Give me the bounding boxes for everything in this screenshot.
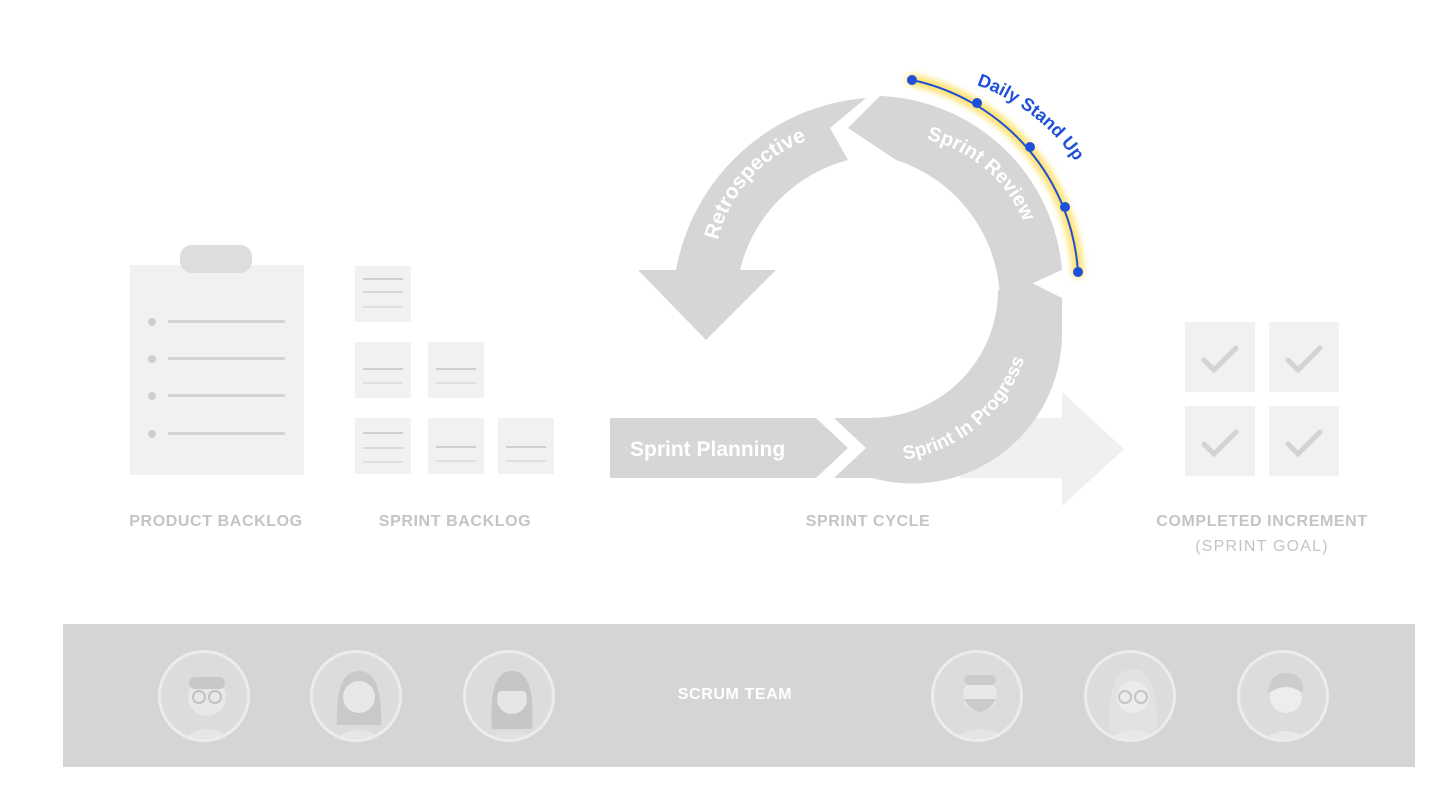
clipboard-icon: [130, 245, 304, 475]
team-member-avatar-4: [931, 650, 1023, 742]
completed-increment-caption: COMPLETED INCREMENT: [1156, 513, 1368, 530]
sprint-backlog-cards-icon: [355, 266, 554, 474]
scrum-team-bar: [63, 624, 1415, 767]
team-member-avatar-6: [1237, 650, 1329, 742]
sprint-in-progress-shape: [834, 282, 1063, 484]
completed-increment-icon: [1185, 322, 1339, 476]
team-member-avatar-1: [158, 650, 250, 742]
sprint-planning-shape: [610, 418, 848, 478]
team-member-avatar-3: [463, 650, 555, 742]
sprint-goal-caption: (SPRINT GOAL): [1195, 538, 1329, 555]
retrospective-shape: [638, 98, 866, 340]
team-member-avatar-2: [310, 650, 402, 742]
scrum-team-label: SCRUM TEAM: [677, 686, 793, 703]
sprint-planning-label: Sprint Planning: [630, 438, 785, 461]
sprint-review-shape: [848, 96, 1062, 298]
sprint-cycle-caption: SPRINT CYCLE: [805, 513, 931, 530]
daily-stand-up-highlight: [906, 74, 1084, 278]
product-backlog-caption: PRODUCT BACKLOG: [129, 513, 303, 530]
sprint-backlog-caption: SPRINT BACKLOG: [378, 513, 532, 530]
team-member-avatar-5: [1084, 650, 1176, 742]
